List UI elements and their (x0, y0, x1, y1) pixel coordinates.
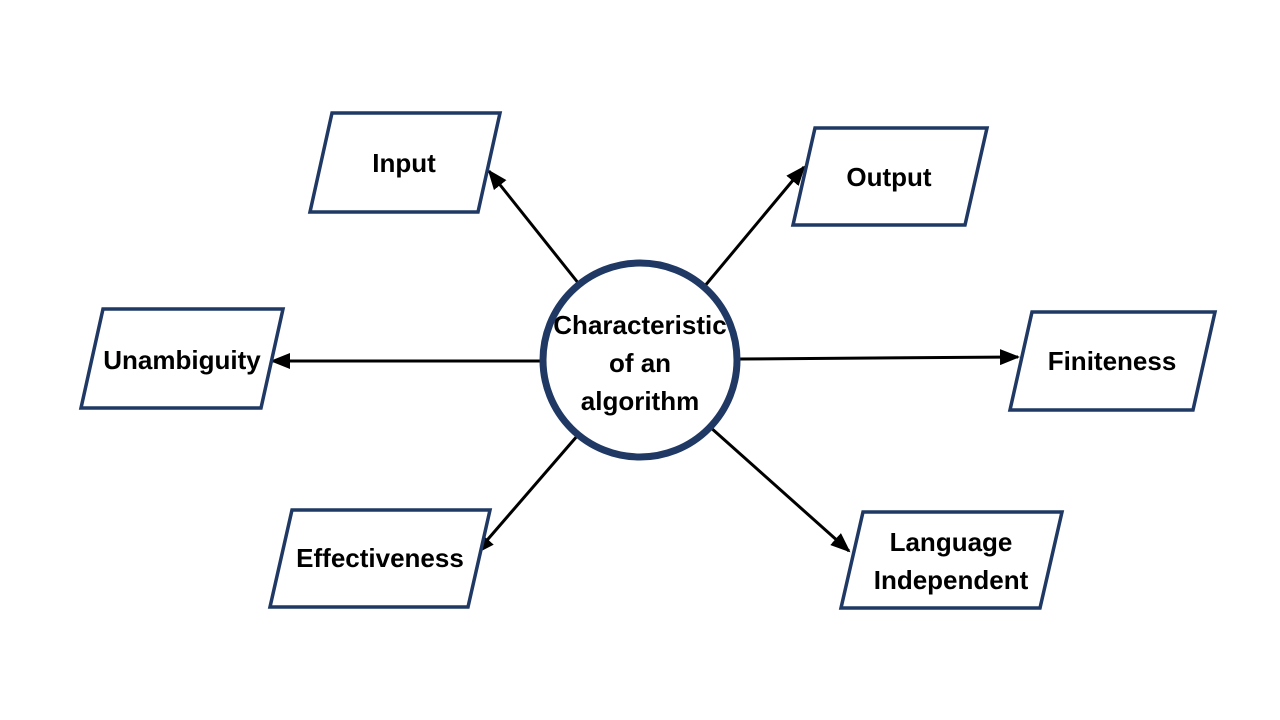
arrow-center-to-input (487, 169, 581, 285)
effectiveness-label: Effectiveness (296, 543, 464, 573)
arrow-center-to-output (702, 165, 806, 288)
output-parallelogram-shape (790, 126, 990, 227)
node-finiteness: Finiteness (1007, 310, 1218, 412)
arrow-center-to-effectiveness (474, 434, 580, 555)
center-label-line1: Characteristic (553, 310, 726, 340)
output-label: Output (846, 162, 932, 192)
unambiguity-label: Unambiguity (103, 345, 261, 375)
center-label-line2: of an (609, 348, 671, 378)
center-label-line3: algorithm (581, 386, 699, 416)
finiteness-label: Finiteness (1048, 346, 1177, 376)
effectiveness-parallelogram-shape (267, 508, 493, 609)
node-input: Input (307, 111, 503, 214)
input-parallelogram-shape (307, 111, 503, 214)
language-independent-label-line2: Independent (874, 565, 1029, 595)
language-independent-parallelogram-shape (838, 510, 1065, 610)
finiteness-parallelogram-shape (1007, 310, 1218, 412)
node-center: Characteristic of an algorithm (539, 259, 741, 461)
node-language-independent: Language Independent (838, 510, 1065, 610)
node-output: Output (790, 126, 990, 227)
node-effectiveness: Effectiveness (267, 508, 493, 609)
center-circle-shape (539, 259, 741, 461)
input-label: Input (372, 148, 436, 178)
connector-arrows (270, 165, 1020, 555)
arrow-center-to-finiteness (738, 349, 1020, 366)
node-unambiguity: Unambiguity (78, 307, 286, 410)
language-independent-label-line1: Language (890, 527, 1013, 557)
unambiguity-parallelogram-shape (78, 307, 286, 410)
arrow-center-to-language-independent (709, 425, 851, 553)
